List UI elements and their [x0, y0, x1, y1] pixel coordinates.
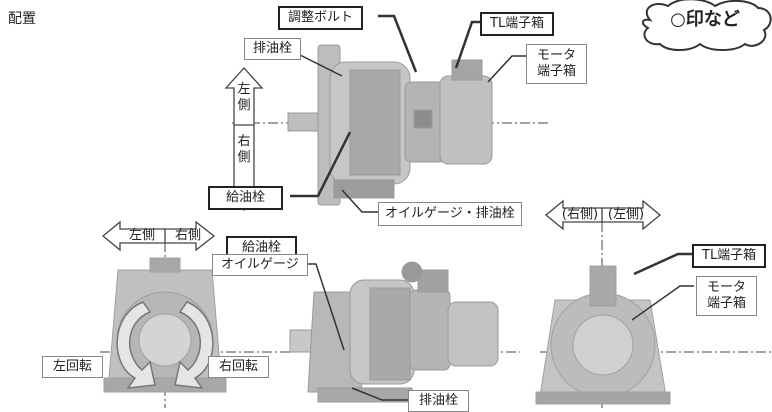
tl-terminal-side-label: TL端子箱 [692, 244, 767, 268]
leader-motor-side [631, 285, 694, 321]
right-double-arrow [544, 199, 662, 231]
cw-rotation-label: 右回転 [208, 356, 270, 378]
front-view-machine [289, 261, 499, 403]
right-view-machine [535, 265, 671, 405]
bubble-label: ○印など [670, 9, 740, 30]
ccw-rotation-label: 左回転 [42, 356, 104, 378]
bubble-shape [642, 0, 772, 51]
motor-terminal-side-label: モータ 端子箱 [696, 276, 758, 316]
leader-gauge-front [305, 263, 345, 351]
oil-gauge-drain-label: オイルゲージ・排油栓 [378, 202, 522, 226]
left-arrow-left-text: 左側 [128, 228, 155, 243]
leader-motor-top [487, 55, 526, 83]
page-title: 配置 [8, 11, 36, 27]
leader-gauge-top [341, 189, 378, 213]
vertical-arrow-lower: 右 側 [237, 134, 251, 165]
ccw-arrow [116, 301, 156, 389]
left-arrow-right-text: 右側 [174, 228, 201, 243]
right-arrow-left-text: (右側) [561, 207, 599, 222]
leader-drain-front [351, 387, 408, 401]
drain-plug-front-label: 排油栓 [408, 390, 470, 412]
right-arrow-right-text: (左側) [607, 207, 645, 222]
vertical-arrow-upper: 左 側 [237, 82, 251, 113]
rotation-arrows [116, 301, 214, 389]
drain-plug-top-label: 排油栓 [244, 38, 302, 60]
left-view-machine [103, 257, 227, 393]
oil-gauge-front-label: オイルゲージ [212, 254, 308, 276]
adjust-bolt-label: 調整ボルト [278, 6, 364, 30]
top-view-machine [287, 44, 493, 206]
leader-tl-side [633, 252, 692, 276]
cw-arrow [174, 301, 214, 389]
tl-terminal-top-label: TL端子箱 [480, 12, 555, 36]
left-double-arrow [101, 220, 216, 252]
direction-arrows [101, 67, 662, 252]
leader-adjust-bolt [378, 14, 418, 73]
leader-tl-top [454, 20, 482, 69]
fill-plug-top-label: 給油栓 [208, 186, 284, 210]
vertical-double-arrow [224, 67, 264, 211]
leader-fill-top [290, 131, 352, 198]
motor-terminal-top-label: モータ 端子箱 [526, 44, 588, 84]
